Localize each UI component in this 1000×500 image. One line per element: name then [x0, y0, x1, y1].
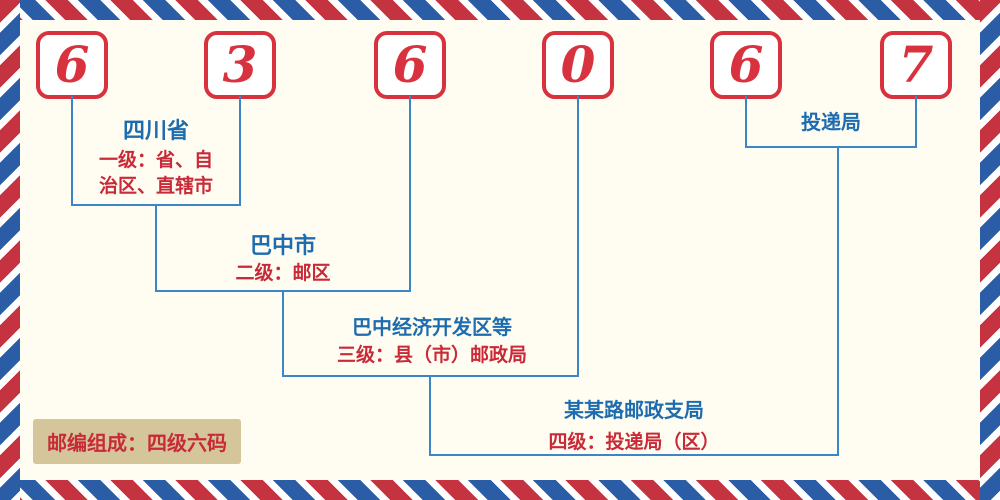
connector-line: [282, 290, 284, 377]
digit-box-1: 6: [36, 31, 108, 99]
connector-line: [577, 96, 579, 377]
connector-line: [837, 146, 839, 456]
airmail-border-bottom: [0, 480, 1000, 500]
digit-1: 6: [54, 35, 90, 94]
district-name: 巴中经济开发区等: [352, 317, 512, 339]
digit-box-6: 7: [880, 31, 952, 99]
connector-line: [429, 454, 839, 456]
level1-desc-line2: 治区、直辖市: [98, 176, 214, 197]
province-name: 四川省: [122, 118, 190, 143]
airmail-border-top: [0, 0, 1000, 20]
digit-2: 3: [222, 35, 258, 94]
airmail-border-right: [980, 0, 1000, 500]
connector-line: [915, 96, 917, 148]
connector-line: [155, 204, 157, 292]
digit-box-3: 6: [374, 31, 446, 99]
branch-office-name: 某某路邮政支局: [564, 400, 704, 422]
composition-badge: 邮编组成：四级六码: [33, 419, 241, 464]
city-name: 巴中市: [249, 233, 317, 258]
airmail-border-left: [0, 0, 20, 500]
digit-3: 6: [392, 35, 428, 94]
digit-4: 0: [560, 35, 596, 94]
connector-line: [745, 96, 747, 148]
connector-line: [71, 96, 73, 206]
level3-desc: 三级：县（市）邮政局: [336, 345, 528, 366]
connector-line: [239, 96, 241, 206]
level2-desc: 二级：邮区: [235, 263, 331, 284]
digit-6: 7: [898, 35, 934, 94]
level4-desc: 四级：投递局（区）: [548, 432, 720, 453]
level1-desc-line1: 一级：省、自: [98, 150, 214, 171]
digit-5: 6: [728, 35, 764, 94]
connector-line: [429, 375, 431, 456]
digit-box-5: 6: [710, 31, 782, 99]
connector-line: [409, 96, 411, 292]
digit-box-2: 3: [204, 31, 276, 99]
delivery-bureau-name: 投递局: [801, 112, 861, 134]
digit-box-4: 0: [542, 31, 614, 99]
connector-line: [745, 146, 917, 148]
